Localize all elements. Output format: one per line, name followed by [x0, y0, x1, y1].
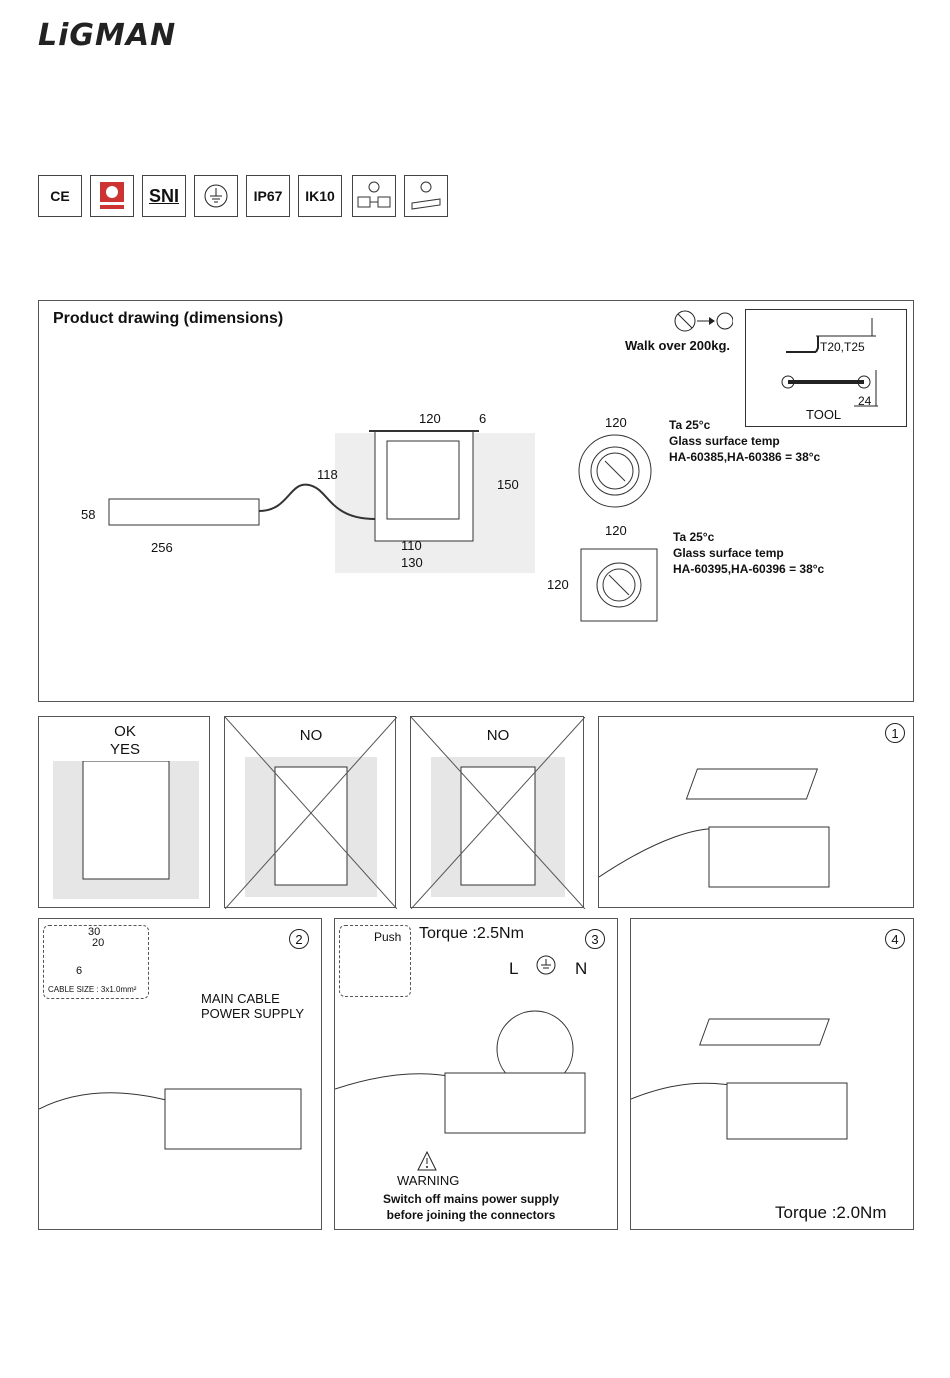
ce-mark-icon: CE — [38, 175, 82, 217]
warning-text: Switch off mains power supply before joi… — [382, 1192, 560, 1222]
side-section-drawing — [108, 430, 535, 573]
earth-ground-icon — [194, 175, 238, 217]
tool-label: TOOL — [806, 407, 842, 422]
walk-over-symbol-icon — [352, 175, 396, 217]
walk-over-icon — [673, 309, 733, 335]
torque-3-label: Torque :2.5Nm — [419, 925, 524, 942]
push-connector-box: Push — [339, 925, 411, 997]
install-no-panel-2: NO — [410, 716, 585, 909]
sni-icon: SNI — [142, 175, 186, 217]
dim-150: 150 — [497, 477, 519, 492]
step-4-number: 4 — [885, 929, 905, 949]
drive-over-symbol-icon — [404, 175, 448, 217]
ok-yes-label: OK YES — [109, 723, 140, 758]
dim-256: 256 — [151, 540, 173, 555]
cable-strip-box: 30 20 6 CABLE SIZE : 3x1.0mm² — [43, 925, 149, 999]
dim-110: 110 — [401, 538, 422, 553]
dim-120-top: 120 — [419, 411, 441, 426]
product-drawing-panel: Product drawing (dimensions) Walk over 2… — [38, 300, 914, 702]
step-4-panel: 4 Torque :2.0Nm — [630, 918, 914, 1230]
sirim-icon — [90, 175, 134, 217]
round-fitting-drawing — [578, 434, 652, 508]
step-1-number: 1 — [885, 723, 905, 743]
live-label: L — [509, 959, 519, 978]
dim-130: 130 — [401, 555, 423, 570]
warning-title: WARNING — [397, 1173, 460, 1188]
dim-58: 58 — [81, 507, 96, 522]
no-label-2: NO — [486, 727, 510, 744]
neutral-label: N — [575, 959, 588, 978]
round-note: Ta 25°c Glass surface temp HA-60385,HA-6… — [669, 418, 821, 464]
step-2-number: 2 — [289, 929, 309, 949]
cable-size: CABLE SIZE : 3x1.0mm² — [48, 985, 137, 994]
dim-square-120-side: 120 — [547, 577, 569, 592]
dim-round-120: 120 — [605, 415, 627, 430]
earth-terminal-icon — [536, 955, 556, 975]
step-3-panel: 3 Push Torque :2.5Nm L N WARNING Switch … — [334, 918, 618, 1230]
tool-box: T20,T25 24 TOOL — [745, 309, 907, 427]
ik10-badge: IK10 — [298, 175, 342, 217]
walk-over-text: Walk over 200kg. — [625, 338, 731, 353]
drawing-title: Product drawing (dimensions) — [53, 310, 284, 327]
square-note: Ta 25°c Glass surface temp HA-60395,HA-6… — [673, 530, 825, 576]
dim-118: 118 — [317, 467, 338, 482]
main-cable-label: MAIN CABLE POWER SUPPLY — [201, 991, 305, 1021]
brand-logo: LiGMAN — [38, 18, 177, 53]
torque-4-label: Torque :2.0Nm — [775, 1203, 887, 1222]
step-3-number: 3 — [585, 929, 605, 949]
tool-wrench-size: 24 — [858, 394, 872, 408]
warning-icon — [417, 1151, 437, 1171]
dim-square-120-top: 120 — [605, 523, 627, 538]
no-label-1: NO — [299, 727, 323, 744]
step-1-panel: 1 — [598, 716, 914, 908]
install-ok-panel: OK YES — [38, 716, 210, 908]
dim-6: 6 — [479, 411, 487, 426]
ip67-badge: IP67 — [246, 175, 290, 217]
install-no-panel-1: NO — [224, 716, 397, 909]
tool-torx-label: T20,T25 — [820, 340, 865, 354]
square-fitting-drawing — [580, 548, 658, 622]
step-2-panel: 2 30 20 6 CABLE SIZE : 3x1.0mm² MAIN CAB… — [38, 918, 322, 1230]
